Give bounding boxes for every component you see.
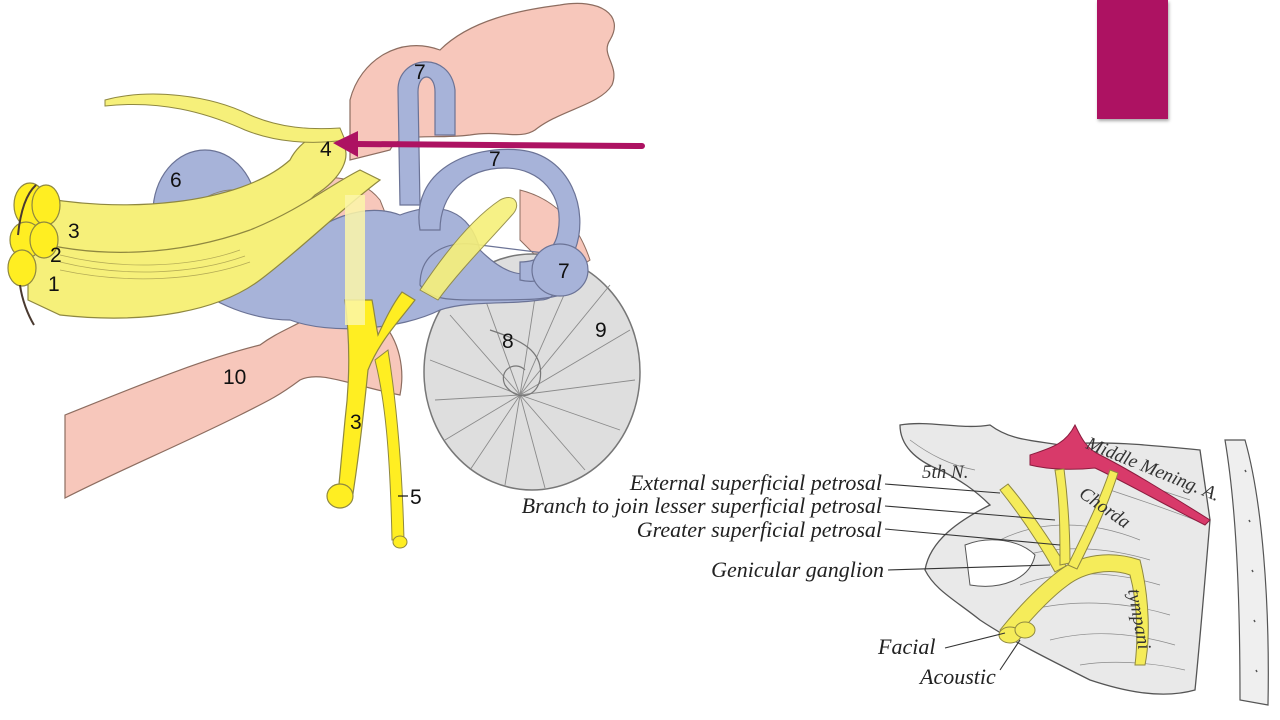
label-4: 4 <box>320 138 332 161</box>
label-5: 5 <box>410 486 422 509</box>
label-7-top: 7 <box>414 61 426 84</box>
label-fifth-nerve: 5th N. <box>922 462 968 483</box>
engraving-nerves <box>998 468 1149 666</box>
label-genicular-ganglion: Genicular ganglion <box>711 557 884 582</box>
label-3-top: 3 <box>68 220 80 243</box>
pointer-arrow <box>333 131 645 157</box>
engraving-leader-lines <box>884 483 1061 671</box>
label-6: 6 <box>170 169 182 192</box>
label-greater-superficial-petrosal: Greater superficial petrosal <box>637 517 882 542</box>
petrous-bone-upper <box>349 2 615 161</box>
label-7-mid: 7 <box>489 148 501 171</box>
label-1: 1 <box>48 273 60 296</box>
label-9: 9 <box>595 319 607 342</box>
label-8: 8 <box>502 330 514 353</box>
label-7-right: 7 <box>558 260 570 283</box>
label-branch-lesser-petrosal: Branch to join lesser superficial petros… <box>522 493 882 518</box>
label-10: 10 <box>223 366 246 389</box>
petrous-bone-lower <box>64 309 403 499</box>
label-external-superficial-petrosal: External superficial petrosal <box>629 470 882 495</box>
engraving-skull-dots <box>1244 469 1258 673</box>
label-3-bottom: 3 <box>350 411 362 434</box>
label-2: 2 <box>50 244 62 267</box>
engraving-canal-opening <box>964 539 1036 587</box>
label-acoustic: Acoustic <box>918 664 996 689</box>
engraving-skull-edge <box>1224 439 1269 706</box>
facial-nerve-engraving: External superficial petrosal Branch to … <box>522 422 1269 706</box>
ear-nerve-diagram: 4 7 7 7 6 3 2 1 8 9 10 3 5 <box>7 2 645 549</box>
middle-meningeal-artery <box>1029 423 1211 526</box>
facial-nerve-descending <box>326 195 518 549</box>
label-facial: Facial <box>877 634 935 659</box>
accent-bar <box>1097 0 1168 119</box>
